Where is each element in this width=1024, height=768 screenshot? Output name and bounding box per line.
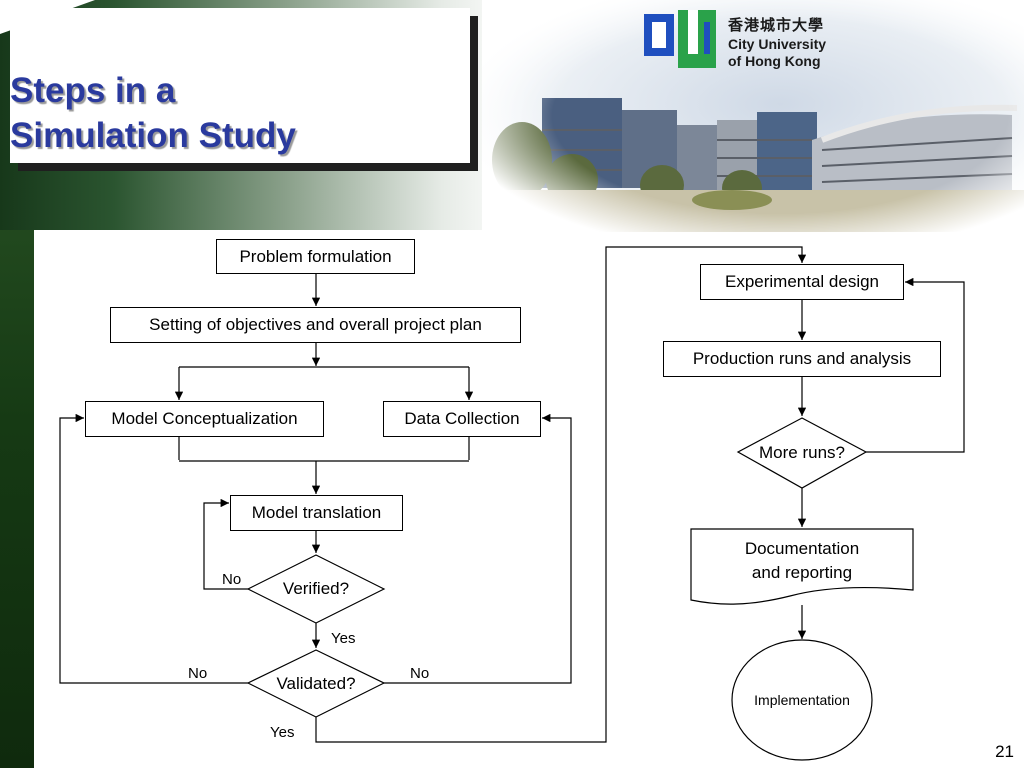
logo-english-line-1: City University <box>728 36 827 52</box>
documentation-label: Documentation and reporting <box>690 537 914 585</box>
validated-label: Validated? <box>276 674 356 693</box>
validated-decision-diamond <box>246 649 386 718</box>
slide-title-line-1: Steps in a <box>10 71 176 110</box>
city-university-logo-icon <box>644 10 716 68</box>
validated-yes-label: Yes <box>270 724 295 741</box>
documentation-shape <box>690 528 914 605</box>
verified-label: Verified? <box>282 579 350 598</box>
experimental-design-box: Experimental design <box>700 264 904 300</box>
page-number: 21 <box>995 742 1014 761</box>
documentation-label-line-1: Documentation <box>744 539 860 558</box>
slide-title-line-2: Simulation Study <box>10 116 296 155</box>
more-runs-label: More runs? <box>759 443 845 462</box>
production-runs-box: Production runs and analysis <box>663 341 941 377</box>
verified-no-label: No <box>222 571 242 588</box>
logo-chinese-name: 香港城市大學 <box>728 17 825 34</box>
campus-photo <box>482 0 1024 232</box>
problem-formulation-box: Problem formulation <box>216 239 415 274</box>
validated-no-right-label: No <box>410 665 430 682</box>
verified-yes-label: Yes <box>331 630 356 647</box>
implementation-circle <box>731 639 873 761</box>
logo-text: 香港城市大學 City University of Hong Kong <box>728 16 826 70</box>
documentation-label-line-2: and reporting <box>751 563 853 582</box>
model-translation-box: Model translation <box>230 495 403 531</box>
more-runs-decision-diamond <box>736 417 868 489</box>
verified-decision-diamond <box>246 554 386 624</box>
validated-no-left-label: No <box>188 665 208 682</box>
logo-english-line-2: of Hong Kong <box>728 53 821 69</box>
objectives-box: Setting of objectives and overall projec… <box>110 307 521 343</box>
data-collection-box: Data Collection <box>383 401 541 437</box>
slide-title: Steps in a Simulation Study <box>10 68 296 158</box>
implementation-label: Implementation <box>754 692 850 708</box>
model-conceptualization-box: Model Conceptualization <box>85 401 324 437</box>
title-box <box>10 8 470 163</box>
